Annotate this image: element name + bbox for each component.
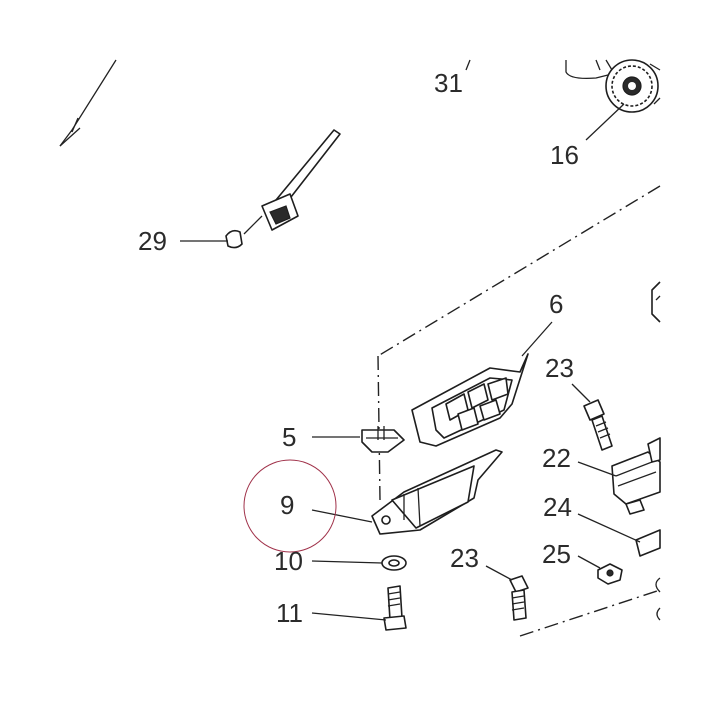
- leader-23-lower: [485, 565, 513, 581]
- leader-16: [585, 103, 625, 141]
- callout-11: 11: [276, 598, 303, 628]
- leader-25: [577, 555, 601, 569]
- part-23-bolt-lower: [509, 575, 529, 621]
- highlight-circle-9: [243, 459, 337, 553]
- callout-29: 29: [138, 226, 167, 256]
- callout-10: 10: [274, 546, 303, 576]
- leader-6: [521, 321, 553, 357]
- callout-6: 6: [549, 289, 563, 319]
- part-22-connector: [611, 437, 661, 515]
- part-23-bolt-upper: [583, 399, 613, 451]
- callout-25: 25: [542, 539, 571, 569]
- part-24-lever: [635, 529, 661, 557]
- leader-11: [311, 612, 387, 621]
- part-25-nut: [597, 563, 623, 585]
- edge-fragment-top-left: [59, 59, 117, 147]
- leader-22: [577, 461, 617, 477]
- leader-9: [311, 509, 373, 523]
- leader-31: [465, 59, 471, 71]
- part-10-washer: [381, 555, 407, 571]
- part-11-bolt: [383, 585, 407, 631]
- callout-22: 22: [542, 443, 571, 473]
- part-16-wheel: [565, 59, 661, 113]
- part-29-cable-tie: [225, 129, 341, 249]
- part-right-edge-box: [651, 281, 661, 323]
- leader-23-upper: [571, 383, 591, 403]
- callout-23-upper: 23: [545, 353, 574, 383]
- part-6-cover: [411, 353, 529, 447]
- callout-5: 5: [282, 422, 296, 452]
- callout-31: 31: [434, 68, 463, 98]
- leader-24: [577, 513, 641, 543]
- callout-23-lower: 23: [450, 543, 479, 573]
- callout-9: 9: [280, 490, 294, 520]
- part-9-bracket: [371, 449, 503, 535]
- part-5-clip-nut: [361, 426, 405, 453]
- callout-16: 16: [550, 140, 579, 170]
- leader-10: [311, 560, 383, 564]
- assembly-boundary-lines: [377, 185, 661, 637]
- callout-24: 24: [543, 492, 572, 522]
- edge-fragment-right: [655, 577, 661, 621]
